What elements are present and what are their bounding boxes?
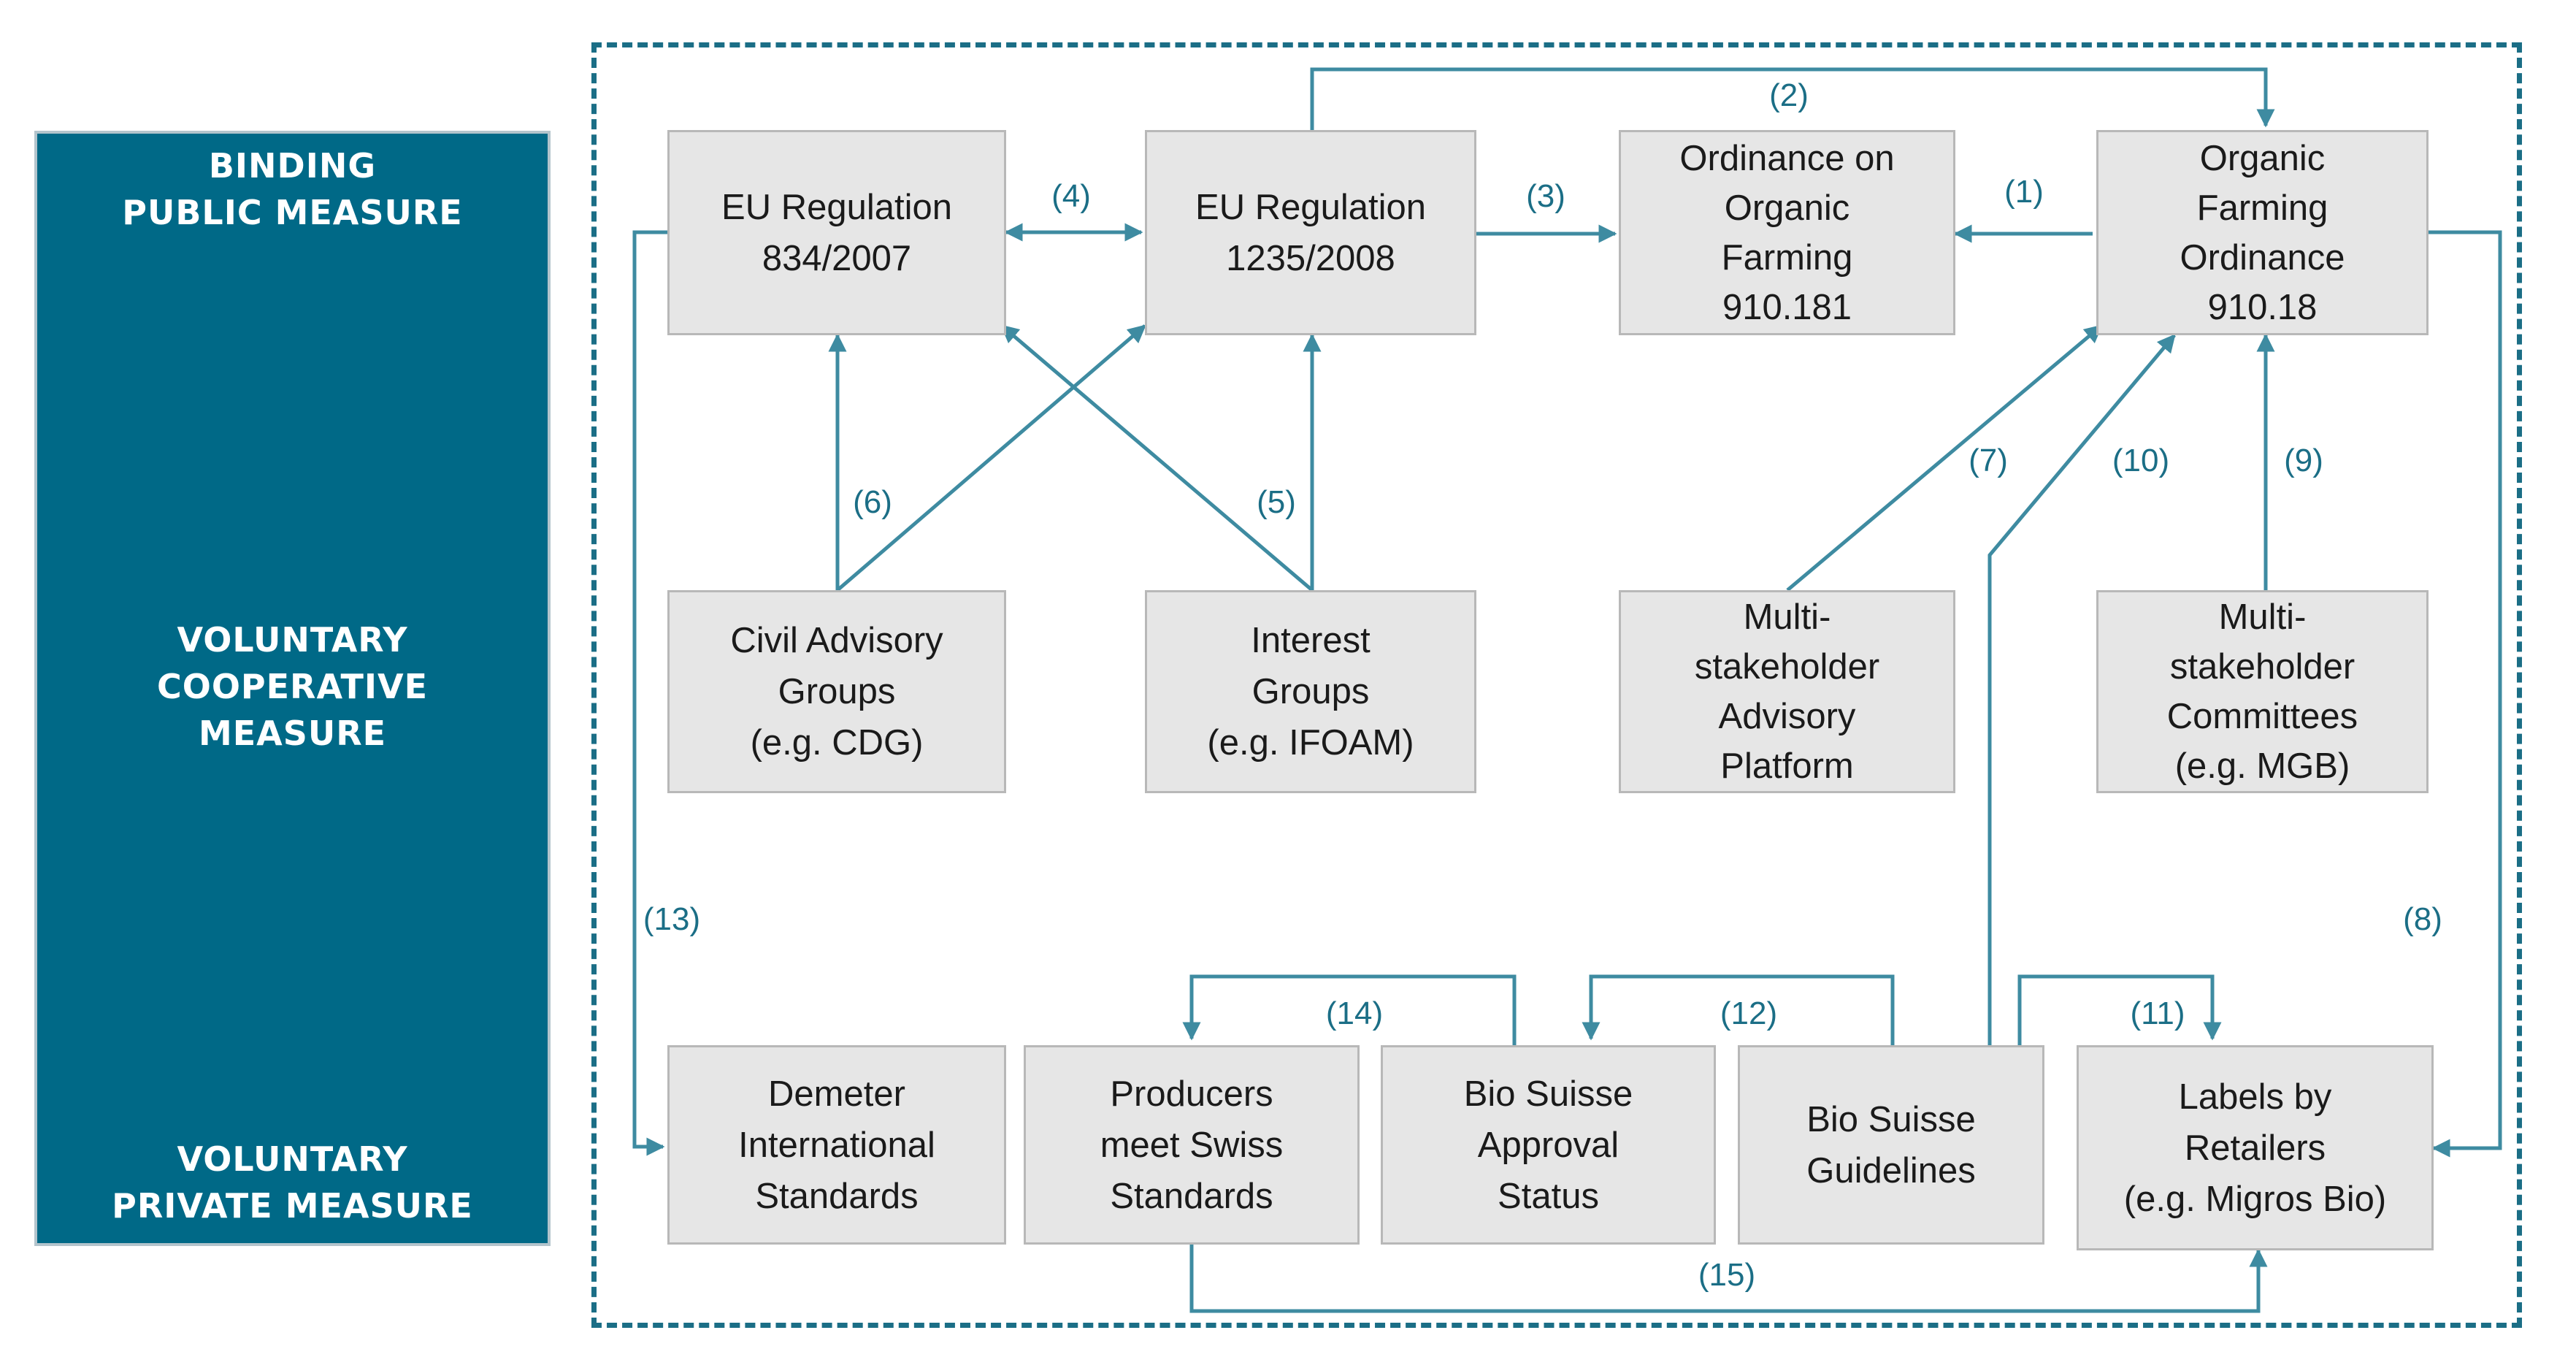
edge-label-2: (2)	[1769, 77, 1809, 113]
box-line: 910.181	[1722, 287, 1852, 327]
edge-8	[2429, 230, 2502, 1158]
box-line: Labels by	[2178, 1077, 2332, 1117]
box-line: (e.g. Migros Bio)	[2123, 1179, 2387, 1219]
box-line: 834/2007	[762, 238, 912, 278]
box-line: Producers	[1110, 1074, 1273, 1114]
label-line: MEASURE	[198, 714, 387, 753]
edge-label-5: (5)	[1257, 484, 1296, 520]
box-organic-farming-ordinance: Organic Farming Ordinance 910.18	[2096, 130, 2429, 335]
edge-2	[1310, 67, 2275, 130]
edge-label-12: (12)	[1720, 996, 1777, 1031]
box-line: Retailers	[2184, 1128, 2326, 1168]
edge-7	[1786, 324, 2103, 592]
box-line: Farming	[2196, 188, 2328, 228]
box-line: Multi-	[2218, 597, 2307, 637]
edge-11	[2017, 974, 2222, 1045]
edge-label-15: (15)	[1698, 1257, 1755, 1293]
edge-label-9: (9)	[2284, 443, 2323, 478]
edge-13	[632, 230, 667, 1156]
box-ordinance-on-organic-farming: Ordinance on Organic Farming 910.181	[1619, 130, 1955, 335]
label-line: VOLUNTARY	[177, 620, 408, 660]
voluntary-private-measure-label: VOLUNTARY PRIVATE MEASURE	[34, 1136, 551, 1229]
box-civil-advisory-groups: Civil Advisory Groups (e.g. CDG)	[667, 590, 1006, 793]
box-line: Multi-	[1743, 597, 1831, 637]
box-line: Farming	[1721, 237, 1853, 278]
box-line: EU Regulation	[721, 187, 952, 227]
box-line: Standards	[1110, 1176, 1273, 1216]
edge-label-13: (13)	[643, 901, 700, 937]
box-line: Groups	[778, 672, 896, 711]
box-line: stakeholder	[1694, 647, 1880, 687]
box-line: (e.g. MGB)	[2174, 746, 2350, 786]
box-line: Bio Suisse	[1463, 1074, 1633, 1114]
box-line: Approval	[1477, 1125, 1619, 1165]
box-line: Status	[1498, 1176, 1599, 1216]
box-line: Bio Suisse	[1806, 1099, 1976, 1139]
box-line: Committees	[2166, 697, 2358, 736]
edge-6-diagonal	[836, 324, 1146, 592]
box-eu-regulation-1235-2008: EU Regulation 1235/2008	[1145, 130, 1476, 335]
box-line: Organic	[2199, 138, 2326, 178]
box-line: Civil Advisory	[730, 621, 943, 660]
box-line: Standards	[755, 1176, 919, 1216]
box-line: Interest	[1251, 621, 1371, 660]
box-line: (e.g. IFOAM)	[1207, 723, 1414, 763]
box-eu-regulation-834-2007: EU Regulation 834/2007	[667, 130, 1006, 335]
box-line: meet Swiss	[1100, 1125, 1284, 1165]
label-line: VOLUNTARY	[177, 1139, 408, 1179]
label-line: PRIVATE MEASURE	[112, 1186, 473, 1226]
label-line: BINDING	[208, 146, 377, 186]
box-multi-stakeholder-committees: Multi- stakeholder Committees (e.g. MGB)	[2096, 590, 2429, 793]
dashed-frame	[591, 42, 2522, 1328]
voluntary-cooperative-measure-label: VOLUNTARY COOPERATIVE MEASURE	[34, 616, 551, 757]
label-line: PUBLIC MEASURE	[122, 193, 463, 232]
box-line: International	[738, 1125, 935, 1165]
measure-type-sidebar	[34, 131, 551, 1246]
edge-15	[1189, 1245, 2268, 1313]
box-multi-stakeholder-advisory-platform: Multi- stakeholder Advisory Platform	[1619, 590, 1955, 793]
box-line: Organic	[1724, 188, 1850, 228]
box-interest-groups: Interest Groups (e.g. IFOAM)	[1145, 590, 1476, 793]
edge-label-10: (10)	[2112, 443, 2169, 478]
edge-10	[1987, 334, 2176, 1045]
box-line: 910.18	[2207, 287, 2318, 327]
box-producers-meet-swiss-standards: Producers meet Swiss Standards	[1024, 1045, 1360, 1245]
edge-label-3: (3)	[1526, 178, 1565, 214]
box-line: Groups	[1251, 672, 1370, 711]
edge-12	[1582, 974, 1895, 1045]
box-line: Advisory	[1718, 697, 1856, 736]
edge-5-diagonal	[1000, 324, 1314, 592]
box-line: (e.g. CDG)	[750, 723, 924, 763]
edge-label-7: (7)	[1969, 443, 2008, 478]
box-line: EU Regulation	[1195, 187, 1426, 227]
box-line: Guidelines	[1806, 1150, 1976, 1191]
edge-label-11: (11)	[2131, 996, 2185, 1031]
edge-label-8: (8)	[2403, 901, 2442, 937]
label-line: COOPERATIVE	[156, 667, 429, 706]
edge-label-14: (14)	[1326, 996, 1383, 1031]
box-demeter-international-standards: Demeter International Standards	[667, 1045, 1006, 1245]
edge-label-4: (4)	[1051, 178, 1091, 214]
edge-label-1: (1)	[2004, 174, 2044, 210]
box-line: stakeholder	[2169, 647, 2355, 687]
box-line: Platform	[1720, 746, 1854, 786]
box-bio-suisse-guidelines: Bio Suisse Guidelines	[1738, 1045, 2044, 1245]
edge-label-6: (6)	[853, 484, 892, 520]
box-line: Ordinance	[2180, 237, 2345, 278]
box-line: Ordinance on	[1679, 138, 1895, 178]
box-bio-suisse-approval-status: Bio Suisse Approval Status	[1381, 1045, 1716, 1245]
binding-public-measure-label: BINDING PUBLIC MEASURE	[34, 142, 551, 236]
edge-14	[1182, 974, 1517, 1045]
box-labels-by-retailers: Labels by Retailers (e.g. Migros Bio)	[2077, 1045, 2434, 1250]
box-line: 1235/2008	[1226, 238, 1395, 278]
box-line: Demeter	[768, 1074, 905, 1114]
